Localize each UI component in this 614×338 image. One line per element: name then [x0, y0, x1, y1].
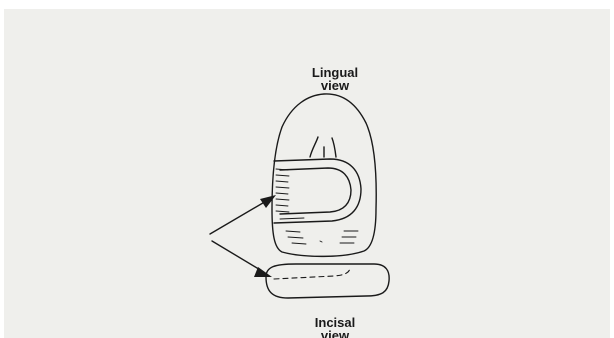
lingual-ridge-line-right — [332, 138, 336, 157]
incisal-preparation-dashed-line — [274, 267, 350, 279]
leader-arrow-lingual-line — [210, 200, 268, 234]
leader-arrow-incisal-line — [212, 241, 262, 271]
tooth-drawing — [4, 9, 610, 338]
scanned-page: Lingual view Incisal view — [4, 9, 610, 338]
lingual-hatching-incisal — [286, 231, 358, 244]
incisal-edge-outline — [266, 264, 389, 298]
lingual-ridge-line-left — [310, 137, 318, 157]
lingual-hatching-left — [276, 169, 304, 219]
lingual-crown-outline — [272, 94, 376, 256]
lingual-preparation-inner — [280, 168, 351, 214]
arrowhead-lingual — [260, 195, 276, 208]
